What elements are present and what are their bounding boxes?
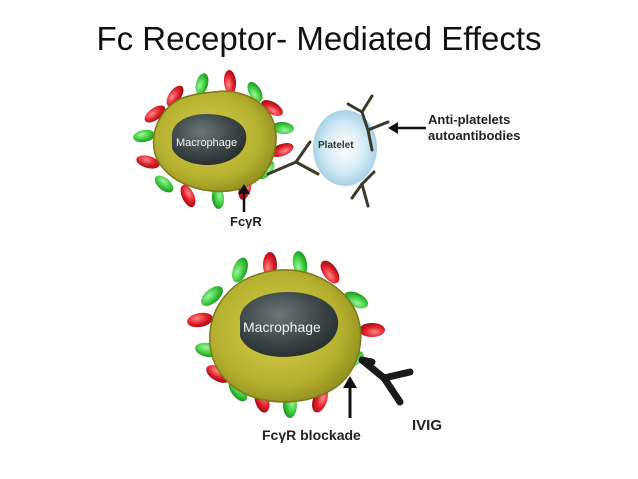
autoantibody [350, 170, 376, 208]
receptor-red [270, 143, 294, 157]
platelet [313, 110, 377, 186]
nucleus-bottom [239, 292, 339, 357]
receptor-red [136, 155, 160, 169]
fcgr-blockade-label: FcγR blockade [262, 427, 361, 443]
receptor-red [320, 260, 340, 284]
arrow-antibody [388, 122, 426, 134]
antibody-label-line2: autoantibodies [428, 128, 520, 143]
antibody-label-line1: Anti-platelets [428, 112, 510, 127]
receptor-green [272, 121, 294, 135]
receptor-red [187, 312, 213, 328]
receptor-green [211, 187, 225, 209]
receptor-green [154, 175, 174, 193]
receptor-red [261, 100, 283, 116]
receptor-green [133, 129, 155, 143]
receptor-red [223, 70, 237, 94]
slide-title: Fc Receptor- Mediated Effects [96, 20, 542, 57]
receptor-red [359, 323, 385, 337]
macrophage-label-top: Macrophage [176, 137, 237, 149]
receptor-red [144, 105, 166, 123]
nucleus-top [171, 114, 247, 166]
receptor-red [180, 184, 196, 208]
ivig-antibody [358, 356, 414, 406]
receptor-red [166, 85, 184, 107]
receptor-green [232, 257, 248, 283]
top-panel: Macrophage Platelet Anti-platelets [133, 70, 520, 229]
arrow-blockade [343, 376, 357, 418]
macrophage-label-bottom: Macrophage [243, 319, 321, 335]
bottom-panel: Macrophage FcγR blockade IVIG [187, 251, 442, 443]
autoantibody [266, 140, 320, 176]
receptor-green [195, 73, 209, 95]
arrow-fcgr [238, 184, 250, 212]
fcgr-label: FcγR [230, 214, 262, 229]
autoantibody [346, 94, 390, 152]
platelet-label: Platelet [318, 140, 354, 151]
receptor-green [201, 286, 223, 306]
ivig-label: IVIG [412, 417, 442, 434]
